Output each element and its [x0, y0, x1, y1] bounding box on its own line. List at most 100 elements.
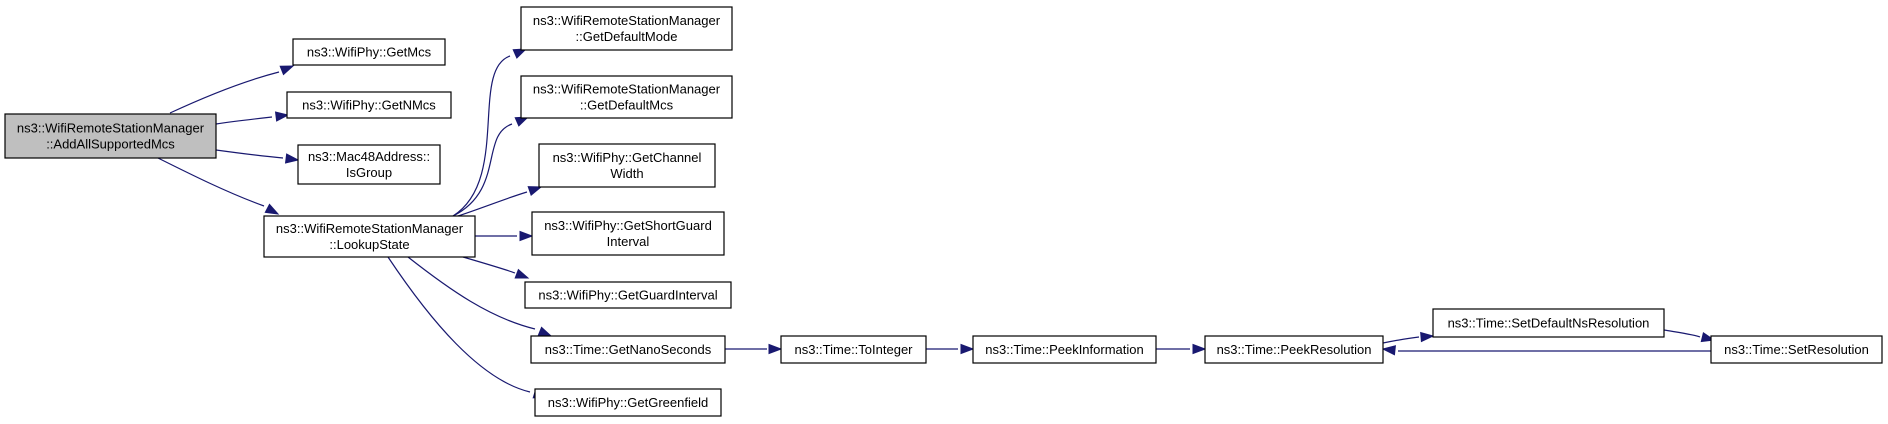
node-label: ns3::Time::PeekInformation — [985, 342, 1143, 357]
call-graph-edges — [157, 48, 1716, 399]
edge-line — [457, 191, 528, 217]
arrowhead-icon — [274, 111, 290, 122]
node-label: ns3::WifiRemoteStationManager — [17, 121, 205, 136]
node-is-group[interactable]: ns3::Mac48Address::IsGroup — [297, 144, 441, 185]
edge-peek_info-to-peek_res — [1156, 343, 1207, 355]
edge-line — [387, 256, 531, 393]
node-label: ns3::WifiRemoteStationManager — [276, 221, 464, 236]
arrowhead-icon — [514, 268, 530, 279]
edge-peek_res-to-set_default — [1382, 331, 1435, 344]
node-set-res[interactable]: ns3::Time::SetResolution — [1710, 335, 1883, 364]
edge-lookup-to-short_guard — [475, 230, 534, 242]
edge-lookup-to-def_mcs — [452, 116, 530, 217]
node-box — [1432, 308, 1665, 338]
node-box — [972, 335, 1157, 364]
arrowhead-icon — [1420, 331, 1435, 343]
node-label: ns3::WifiPhy::GetNMcs — [302, 98, 436, 113]
node-def-mode[interactable]: ns3::WifiRemoteStationManager::GetDefaul… — [520, 6, 733, 51]
arrowhead-icon — [1192, 343, 1207, 355]
edge-line — [462, 256, 516, 274]
node-label: ns3::WifiPhy::GetShortGuard — [544, 218, 712, 233]
node-label: ns3::Time::GetNanoSeconds — [545, 342, 712, 357]
edge-line — [1663, 329, 1701, 338]
node-box — [780, 335, 927, 364]
node-get-mcs[interactable]: ns3::WifiPhy::GetMcs — [292, 38, 446, 66]
node-label: ns3::WifiPhy::GetGreenfield — [548, 395, 708, 410]
edge-add_all-to-lookup — [157, 157, 280, 215]
node-box — [263, 215, 476, 258]
edge-line — [169, 71, 280, 114]
node-label: ::LookupState — [329, 237, 409, 252]
node-label: ns3::WifiPhy::GetGuardInterval — [538, 288, 717, 303]
node-box — [292, 38, 446, 66]
edge-lookup-to-chan_width — [457, 186, 543, 217]
edge-nano-to-tointeger — [725, 343, 783, 355]
arrowhead-icon — [284, 153, 300, 164]
node-guard[interactable]: ns3::WifiPhy::GetGuardInterval — [524, 281, 732, 309]
node-box — [530, 335, 726, 364]
arrowhead-icon — [1381, 345, 1396, 356]
edge-line — [215, 116, 273, 125]
edge-add_all-to-get_nmcs — [215, 111, 290, 125]
node-label: ns3::WifiRemoteStationManager — [533, 82, 721, 97]
node-label: ns3::Time::PeekResolution — [1217, 342, 1372, 357]
node-box — [534, 388, 722, 417]
node-label: ::AddAllSupportedMcs — [46, 137, 175, 152]
edge-add_all-to-is_group — [215, 149, 300, 164]
node-box — [538, 143, 716, 188]
edge-add_all-to-get_mcs — [169, 65, 295, 114]
edge-line — [215, 149, 284, 159]
edge-set_res-to-peek_res — [1381, 345, 1711, 356]
call-graph-nodes: ns3::WifiRemoteStationManager::AddAllSup… — [4, 6, 1883, 417]
node-label: ns3::Time::ToInteger — [794, 342, 913, 357]
node-label: ns3::Mac48Address:: — [308, 149, 430, 164]
node-box — [520, 6, 733, 51]
node-add-all[interactable]: ns3::WifiRemoteStationManager::AddAllSup… — [4, 113, 217, 159]
arrowhead-icon — [279, 65, 295, 76]
edge-tointeger-to-peek_info — [926, 343, 975, 355]
node-tointeger[interactable]: ns3::Time::ToInteger — [780, 335, 927, 364]
node-box — [1710, 335, 1883, 364]
node-label: Interval — [607, 234, 650, 249]
node-set-default[interactable]: ns3::Time::SetDefaultNsResolution — [1432, 308, 1665, 338]
node-greenfield[interactable]: ns3::WifiPhy::GetGreenfield — [534, 388, 722, 417]
node-box — [286, 91, 452, 119]
node-def-mcs[interactable]: ns3::WifiRemoteStationManager::GetDefaul… — [520, 75, 733, 119]
node-box — [531, 211, 725, 256]
node-label: ns3::WifiPhy::GetMcs — [307, 45, 432, 60]
node-lookup[interactable]: ns3::WifiRemoteStationManager::LookupSta… — [263, 215, 476, 258]
node-peek-res[interactable]: ns3::Time::PeekResolution — [1204, 335, 1384, 364]
node-label: ::GetDefaultMcs — [580, 98, 674, 113]
node-label: Width — [610, 166, 643, 181]
edge-lookup-to-guard — [462, 256, 530, 279]
arrowhead-icon — [519, 230, 534, 242]
node-box — [520, 75, 733, 119]
arrowhead-icon — [512, 48, 528, 59]
edge-lookup-to-def_mode — [452, 48, 528, 217]
edge-set_default-to-set_res — [1663, 329, 1716, 343]
arrowhead-icon — [960, 343, 975, 355]
edge-line — [157, 157, 265, 207]
node-label: ns3::WifiRemoteStationManager — [533, 13, 721, 28]
node-box — [4, 113, 217, 159]
node-label: ::GetDefaultMode — [576, 29, 678, 44]
node-get-nmcs[interactable]: ns3::WifiPhy::GetNMcs — [286, 91, 452, 119]
node-label: IsGroup — [346, 165, 392, 180]
edge-line — [452, 123, 513, 217]
edge-line — [1382, 336, 1420, 344]
edge-line — [407, 256, 536, 330]
arrowhead-icon — [264, 203, 280, 215]
node-label: ns3::WifiPhy::GetChannel — [553, 150, 702, 165]
node-box — [1204, 335, 1384, 364]
arrowhead-icon — [527, 186, 543, 197]
node-nano[interactable]: ns3::Time::GetNanoSeconds — [530, 335, 726, 364]
node-box — [524, 281, 732, 309]
arrowhead-icon — [768, 343, 783, 355]
node-peek-info[interactable]: ns3::Time::PeekInformation — [972, 335, 1157, 364]
node-box — [297, 144, 441, 185]
edge-line — [452, 55, 511, 217]
node-label: ns3::Time::SetDefaultNsResolution — [1448, 316, 1650, 331]
